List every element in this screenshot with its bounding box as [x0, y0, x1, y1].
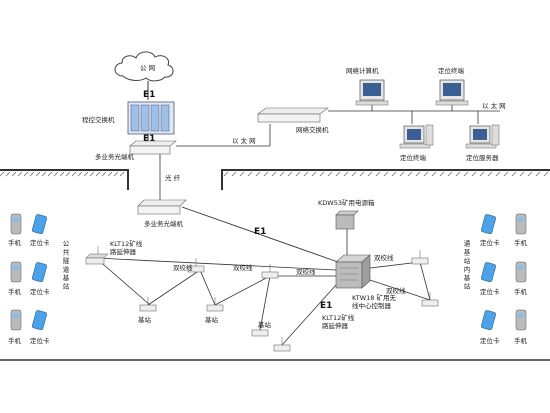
position-server-computer-icon [465, 124, 500, 149]
phone-icon-right-1 [515, 213, 527, 235]
base-station-icon-2 [261, 264, 279, 279]
e1-mid-label: E1 [143, 134, 155, 144]
pos-card-icon-right-3 [481, 310, 496, 331]
phone-icon-left-2 [10, 261, 22, 283]
base-station-icon-8 [421, 292, 439, 307]
multi-optical-icon [137, 199, 187, 215]
pos-card-label-right-1: 定位卡 [480, 238, 500, 247]
program-switch-icon [127, 101, 175, 135]
center-controller-icon [335, 254, 371, 289]
twisted-label-5: 双绞线 [386, 286, 406, 295]
network-switch-icon [257, 107, 329, 123]
base-station-icon-4 [206, 297, 224, 312]
ground-surface [0, 169, 550, 361]
phone-label-right-2: 手机 [514, 287, 528, 296]
pos-card-icon-right-1 [481, 214, 496, 235]
base-station-label-1: 基站 [138, 315, 152, 324]
pos-card-label-right-3: 定位卡 [480, 336, 500, 345]
multi-optical-end-label: 多业务光端机 [95, 152, 135, 161]
public-network-cloud-icon [114, 51, 174, 82]
pos-card-icon-left-2 [32, 262, 47, 283]
network-computer-icon [355, 79, 389, 106]
left-vertical-label: 公 共 隧 道 基 站 [61, 240, 69, 291]
klt-repeater-left-icon [85, 246, 109, 265]
base-station-icon-3 [139, 297, 157, 312]
e1-center-label: E1 [254, 227, 266, 237]
klt-repeater-label: KLT12矿线 路延伸器 [110, 239, 144, 256]
fiber-label: 光 纤 [165, 173, 181, 182]
pos-card-label-left-3: 定位卡 [30, 336, 50, 345]
power-box-icon [335, 210, 359, 230]
left-network-links [95, 257, 431, 346]
net-computer-label: 网络计算机 [346, 66, 379, 75]
multi-optical-end-icon [129, 140, 177, 155]
phone-icon-right-3 [515, 309, 527, 331]
pos-terminal-label: 定位终端 [400, 153, 427, 162]
base-station-icon-6 [273, 337, 291, 352]
phone-icon-right-2 [515, 261, 527, 283]
pos-server-label: 定位服务器 [466, 153, 499, 162]
base-station-icon-5 [251, 322, 269, 337]
power-box-label: KDW53矿用电源箱 [318, 198, 375, 207]
pos-card-label-right-2: 定位卡 [480, 287, 500, 296]
klt-bottom-label: KLT12矿线 路延伸器 [322, 313, 356, 330]
base-station-label-3: 基站 [258, 320, 272, 329]
right-vertical-label: 通 基 站 内 基 站 [462, 239, 470, 291]
public-network-label: 公 网 [140, 64, 155, 72]
e1-top-label: E1 [143, 90, 155, 100]
net-switch-label: 网络交换机 [296, 125, 329, 134]
phone-label-left-2: 手机 [8, 287, 22, 296]
twisted-label-2: 双绞线 [233, 263, 253, 272]
position-terminal-computer-icon [399, 124, 434, 149]
base-station-label-2: 基站 [205, 315, 219, 324]
pos-monitor-label: 定位终端 [438, 66, 465, 75]
ethernet-right-label: 以 太 网 [482, 101, 506, 110]
phone-label-left-1: 手机 [8, 238, 22, 247]
pos-card-icon-left-3 [32, 310, 47, 331]
program-switch-label: 程控交换机 [82, 115, 115, 124]
center-ctrl-label: KTW18 矿用无 线中心控制器 [352, 293, 398, 310]
phone-icon-left-1 [10, 213, 22, 235]
phone-label-right-3: 手机 [514, 336, 528, 345]
e1-lower-label: E1 [320, 301, 332, 311]
twisted-label-1: 双绞线 [173, 263, 193, 272]
pos-card-icon-left-1 [32, 214, 47, 235]
pos-card-icon-right-2 [481, 262, 496, 283]
base-station-icon-7 [411, 250, 429, 265]
phone-label-left-3: 手机 [8, 336, 22, 345]
phone-label-right-1: 手机 [514, 238, 528, 247]
twisted-label-3: 双绞线 [296, 267, 316, 276]
phone-icon-left-3 [10, 309, 22, 331]
ethernet-top-label: 以 太 网 [232, 136, 256, 145]
pos-card-label-left-1: 定位卡 [30, 238, 50, 247]
base-station-icon-1 [187, 258, 205, 273]
multi-optical-label: 多业务光端机 [144, 219, 184, 228]
pos-card-label-left-2: 定位卡 [30, 287, 50, 296]
position-monitor-computer-icon [435, 79, 469, 106]
twisted-label-4: 双绞线 [374, 253, 394, 262]
